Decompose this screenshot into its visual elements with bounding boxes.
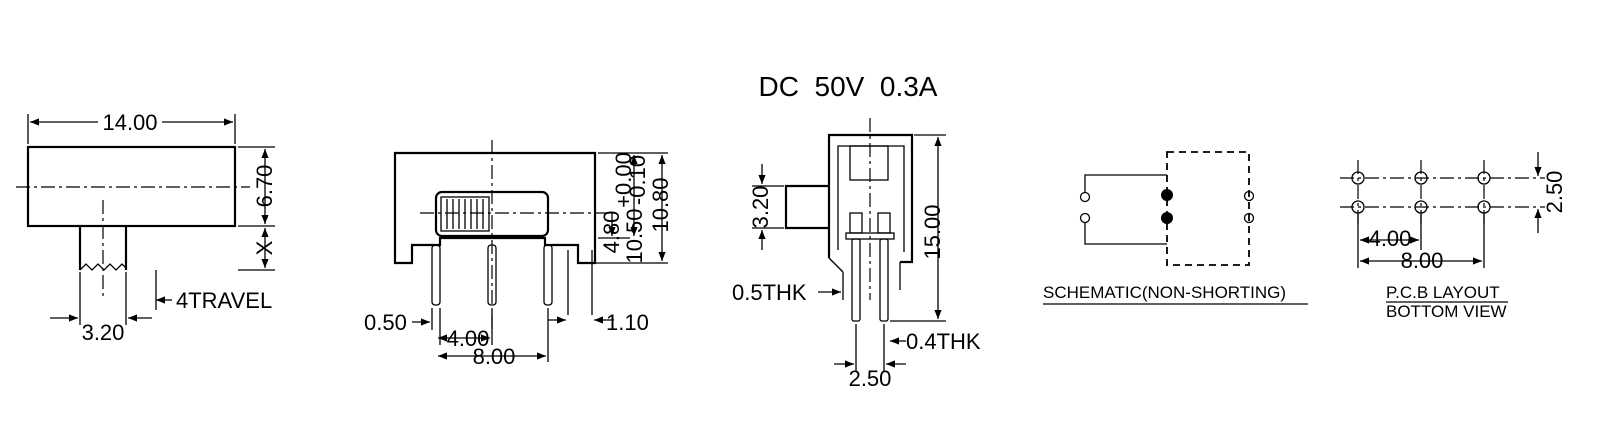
top-view: 14.00 6.70 X 3.20 4TRAVEL (16, 110, 277, 345)
front-height-b-dim: 10.50 (622, 208, 647, 263)
front-tolerance-minus: -0.10 (625, 155, 650, 205)
pcb-holes (1351, 171, 1491, 214)
side-view: 3.20 15.00 0.5THK 0.4THK 2.50 (732, 118, 981, 391)
front-pin-width-dim: 0.50 (364, 310, 407, 335)
pcb-span-dim: 8.00 (1401, 248, 1444, 273)
side-pin-pitch-dim: 2.50 (849, 366, 892, 391)
top-height-dim: 6.70 (252, 165, 277, 208)
front-tolerance-plus: +0.00 (611, 152, 636, 208)
pcb-pitch-dim: 4.00 (1369, 226, 1412, 251)
side-pin-thk-dim: 0.4THK (906, 329, 981, 354)
pcb-label-line2: BOTTOM VIEW (1386, 302, 1507, 321)
schematic-label: SCHEMATIC(NON-SHORTING) (1043, 283, 1286, 302)
top-width-dim: 14.00 (102, 110, 157, 135)
top-knob-width-dim: 3.20 (82, 320, 125, 345)
top-x-mark: X (252, 240, 277, 255)
rating-title: DC 50V 0.3A (759, 71, 938, 102)
side-knob-height-dim: 3.20 (748, 186, 773, 229)
side-frame-thk-dim: 0.5THK (732, 280, 807, 305)
front-height-a-dim: 4.80 (599, 211, 624, 254)
closed-contact-dot (1161, 189, 1173, 201)
front-pin-pitch-dim: 4.00 (447, 326, 490, 351)
pcb-row-spacing-dim: 2.50 (1542, 171, 1567, 214)
pcb-label-line1: P.C.B LAYOUT (1386, 283, 1500, 302)
front-view: 4.80 +0.00 10.50 -0.10 10.80 0.50 4.00 8… (364, 140, 673, 369)
side-height-dim: 15.00 (920, 204, 945, 259)
front-pin-span-dim: 8.00 (473, 344, 516, 369)
front-height-c-dim: 10.80 (648, 177, 673, 232)
front-lead-length-dim: 1.10 (606, 310, 649, 335)
pcb-view: 2.50 4.00 8.00 P.C.B LAYOUT BOTTOM VIEW (1340, 152, 1567, 321)
top-travel-dim: 4TRAVEL (176, 288, 272, 313)
schematic-view: SCHEMATIC(NON-SHORTING) (1043, 151, 1308, 305)
slider-grip (446, 199, 484, 229)
